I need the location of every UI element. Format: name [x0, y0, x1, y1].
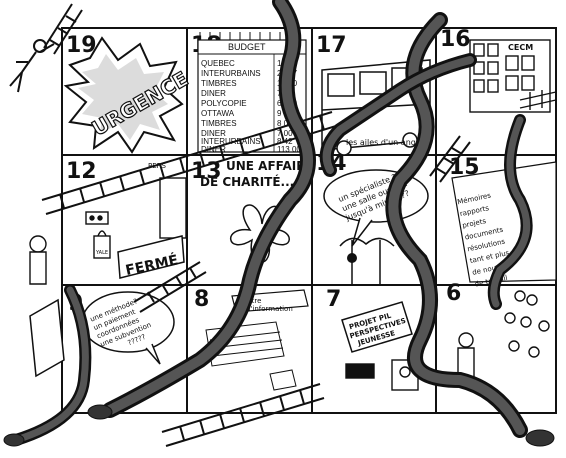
square-8-number: 8: [194, 287, 209, 312]
square-9-question-bubble: une méthode? un paiement coordonnées une…: [29, 291, 175, 378]
ladder-icon: [429, 135, 471, 183]
snake-icon: [87, 0, 316, 420]
snake-icon: [385, 12, 555, 447]
square-16-school-building: [469, 39, 557, 113]
square-16-number: 16: [440, 27, 471, 52]
snake-icon: [487, 114, 533, 310]
budget-row-item: INTERURBAINS: [201, 69, 261, 78]
charity-title-line2: DE CHARITÉ...: [200, 174, 294, 189]
budget-row-amount: 7 00: [277, 129, 293, 138]
ladders: [41, 3, 471, 447]
board-grid: [61, 27, 557, 414]
snake-icon: [3, 284, 92, 447]
square-6-number: 6: [446, 281, 461, 306]
square-12-number: 12: [66, 159, 97, 184]
square-7-project-sign: PROJET PIL PERSPECTIVES JEUNESSE: [341, 301, 419, 391]
snake-icon: [319, 53, 477, 177]
square-13-charity-title: UNE AFFAIRE DE CHARITÉ...: [200, 159, 314, 189]
budget-row-amount: 8 00: [277, 119, 293, 128]
charity-title-line1: UNE AFFAIRE: [226, 159, 314, 173]
budget-row-item: QUEBEC: [201, 59, 235, 68]
angel-wings-caption: les ailes d'un ange: [346, 138, 421, 147]
square-17-number: 17: [316, 33, 347, 58]
budget-row-item: TIMBRES: [201, 119, 237, 128]
stick-figure-icon: [9, 39, 55, 93]
snakes: [3, 0, 555, 447]
budget-row-item: TIMBRES: [201, 79, 237, 88]
ladder-icon: [161, 383, 325, 447]
ferme-banner: FERMÉ: [117, 235, 185, 279]
budget-row-item: INTERURBAINS: [201, 137, 261, 146]
budget-row-item: DINER: [201, 145, 226, 154]
budget-row-item: OTTAWA: [201, 109, 235, 118]
square-14-speech-bubble: un spécialiste ??? une salle ouverte jus…: [323, 168, 429, 284]
budget-row-amount: 113 00: [277, 145, 301, 154]
square-6-crowd: [457, 290, 550, 381]
typewriter-icon: [345, 363, 375, 379]
budget-title: BUDGET: [228, 42, 266, 52]
square-7-number: 7: [326, 287, 341, 312]
budget-row-item: DINER: [201, 89, 226, 98]
budget-row-item: DINER: [201, 129, 226, 138]
square-15-notes: Mémoires rapports projets documents réso…: [451, 161, 557, 289]
ladder-icon: [43, 3, 83, 55]
budget-row-item: POLYCOPIE: [201, 99, 247, 108]
square-12-closed-door: [29, 177, 187, 285]
ladder-icon: [133, 261, 207, 313]
info-label-line2: d'information: [246, 305, 293, 313]
cecm-sign: CECM: [508, 43, 533, 52]
yale-lock-label: YALE: [95, 250, 108, 256]
